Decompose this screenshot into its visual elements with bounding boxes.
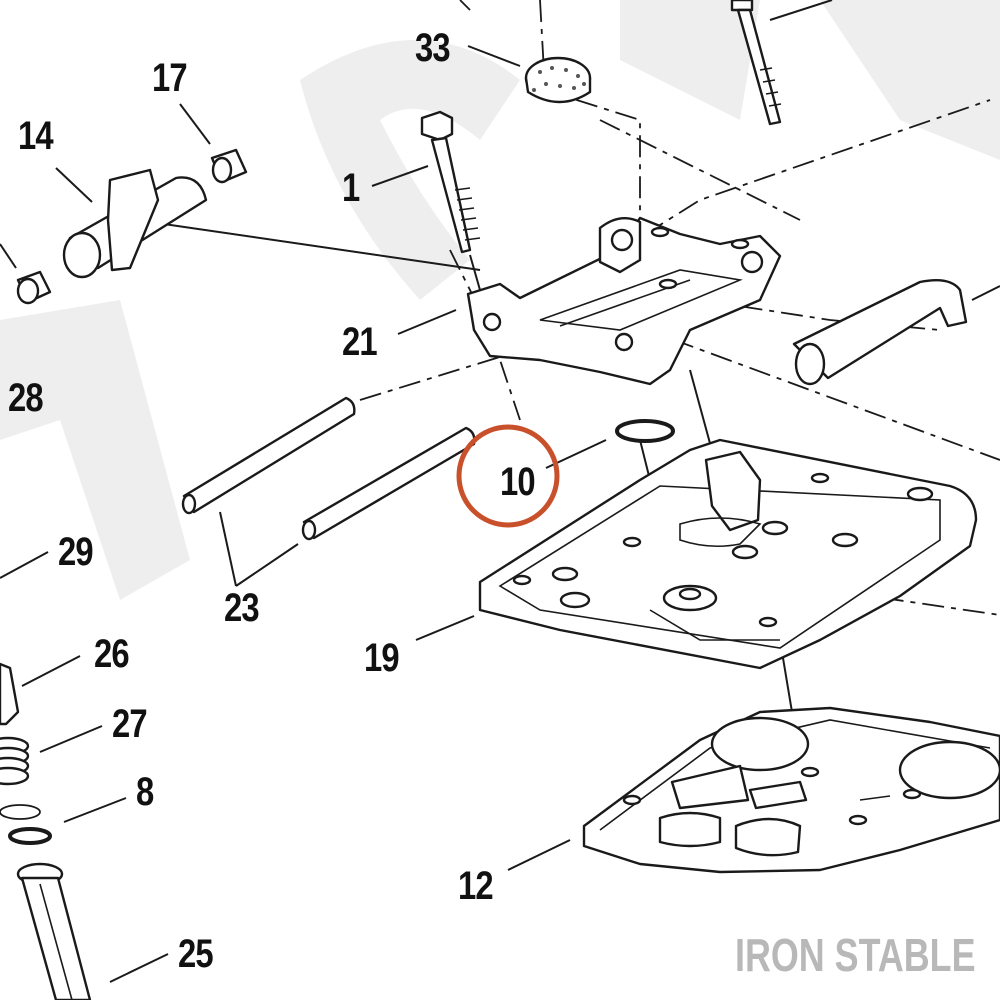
rocker-shaft-part-14	[62, 168, 208, 279]
pushrod-tube-part-25	[16, 862, 92, 1000]
bolt-part-1	[420, 110, 481, 254]
o-ring-part-8	[0, 804, 52, 845]
bolt-part-1-upper	[730, 0, 782, 126]
callout-29: 29	[58, 530, 94, 574]
callout-10: 10	[500, 460, 536, 504]
brand-watermark-text: IRON STABLE	[735, 929, 976, 981]
callout-27: 27	[112, 702, 148, 746]
gasket-part-12	[582, 706, 1000, 874]
cover-part-26	[0, 662, 20, 726]
filter-part-33	[524, 56, 592, 104]
o-ring-part-10	[615, 419, 675, 443]
highlight-circle	[456, 424, 560, 528]
callout-23: 23	[224, 586, 260, 630]
rocker-support-part-21	[466, 216, 782, 386]
callout-19: 19	[364, 636, 400, 680]
rocker-housing-part-19	[478, 438, 978, 670]
shaft-part-23-a	[181, 396, 356, 515]
callout-8: 8	[136, 770, 154, 814]
callout-1: 1	[342, 166, 360, 210]
callout-12: 12	[458, 864, 494, 908]
callout-25: 25	[178, 932, 214, 976]
callout-17: 17	[152, 56, 188, 100]
spring-part-27	[0, 736, 30, 786]
background-watermark	[0, 0, 1000, 600]
bushing-part-17	[210, 148, 248, 184]
callout-28: 28	[8, 376, 44, 420]
callout-21: 21	[342, 320, 378, 364]
bushing-part-28	[16, 270, 52, 305]
callout-14: 14	[18, 114, 54, 158]
rocker-arm-right	[792, 279, 968, 386]
callout-33: 33	[415, 26, 451, 70]
shaft-part-23-b	[301, 426, 476, 541]
callout-26: 26	[94, 632, 130, 676]
